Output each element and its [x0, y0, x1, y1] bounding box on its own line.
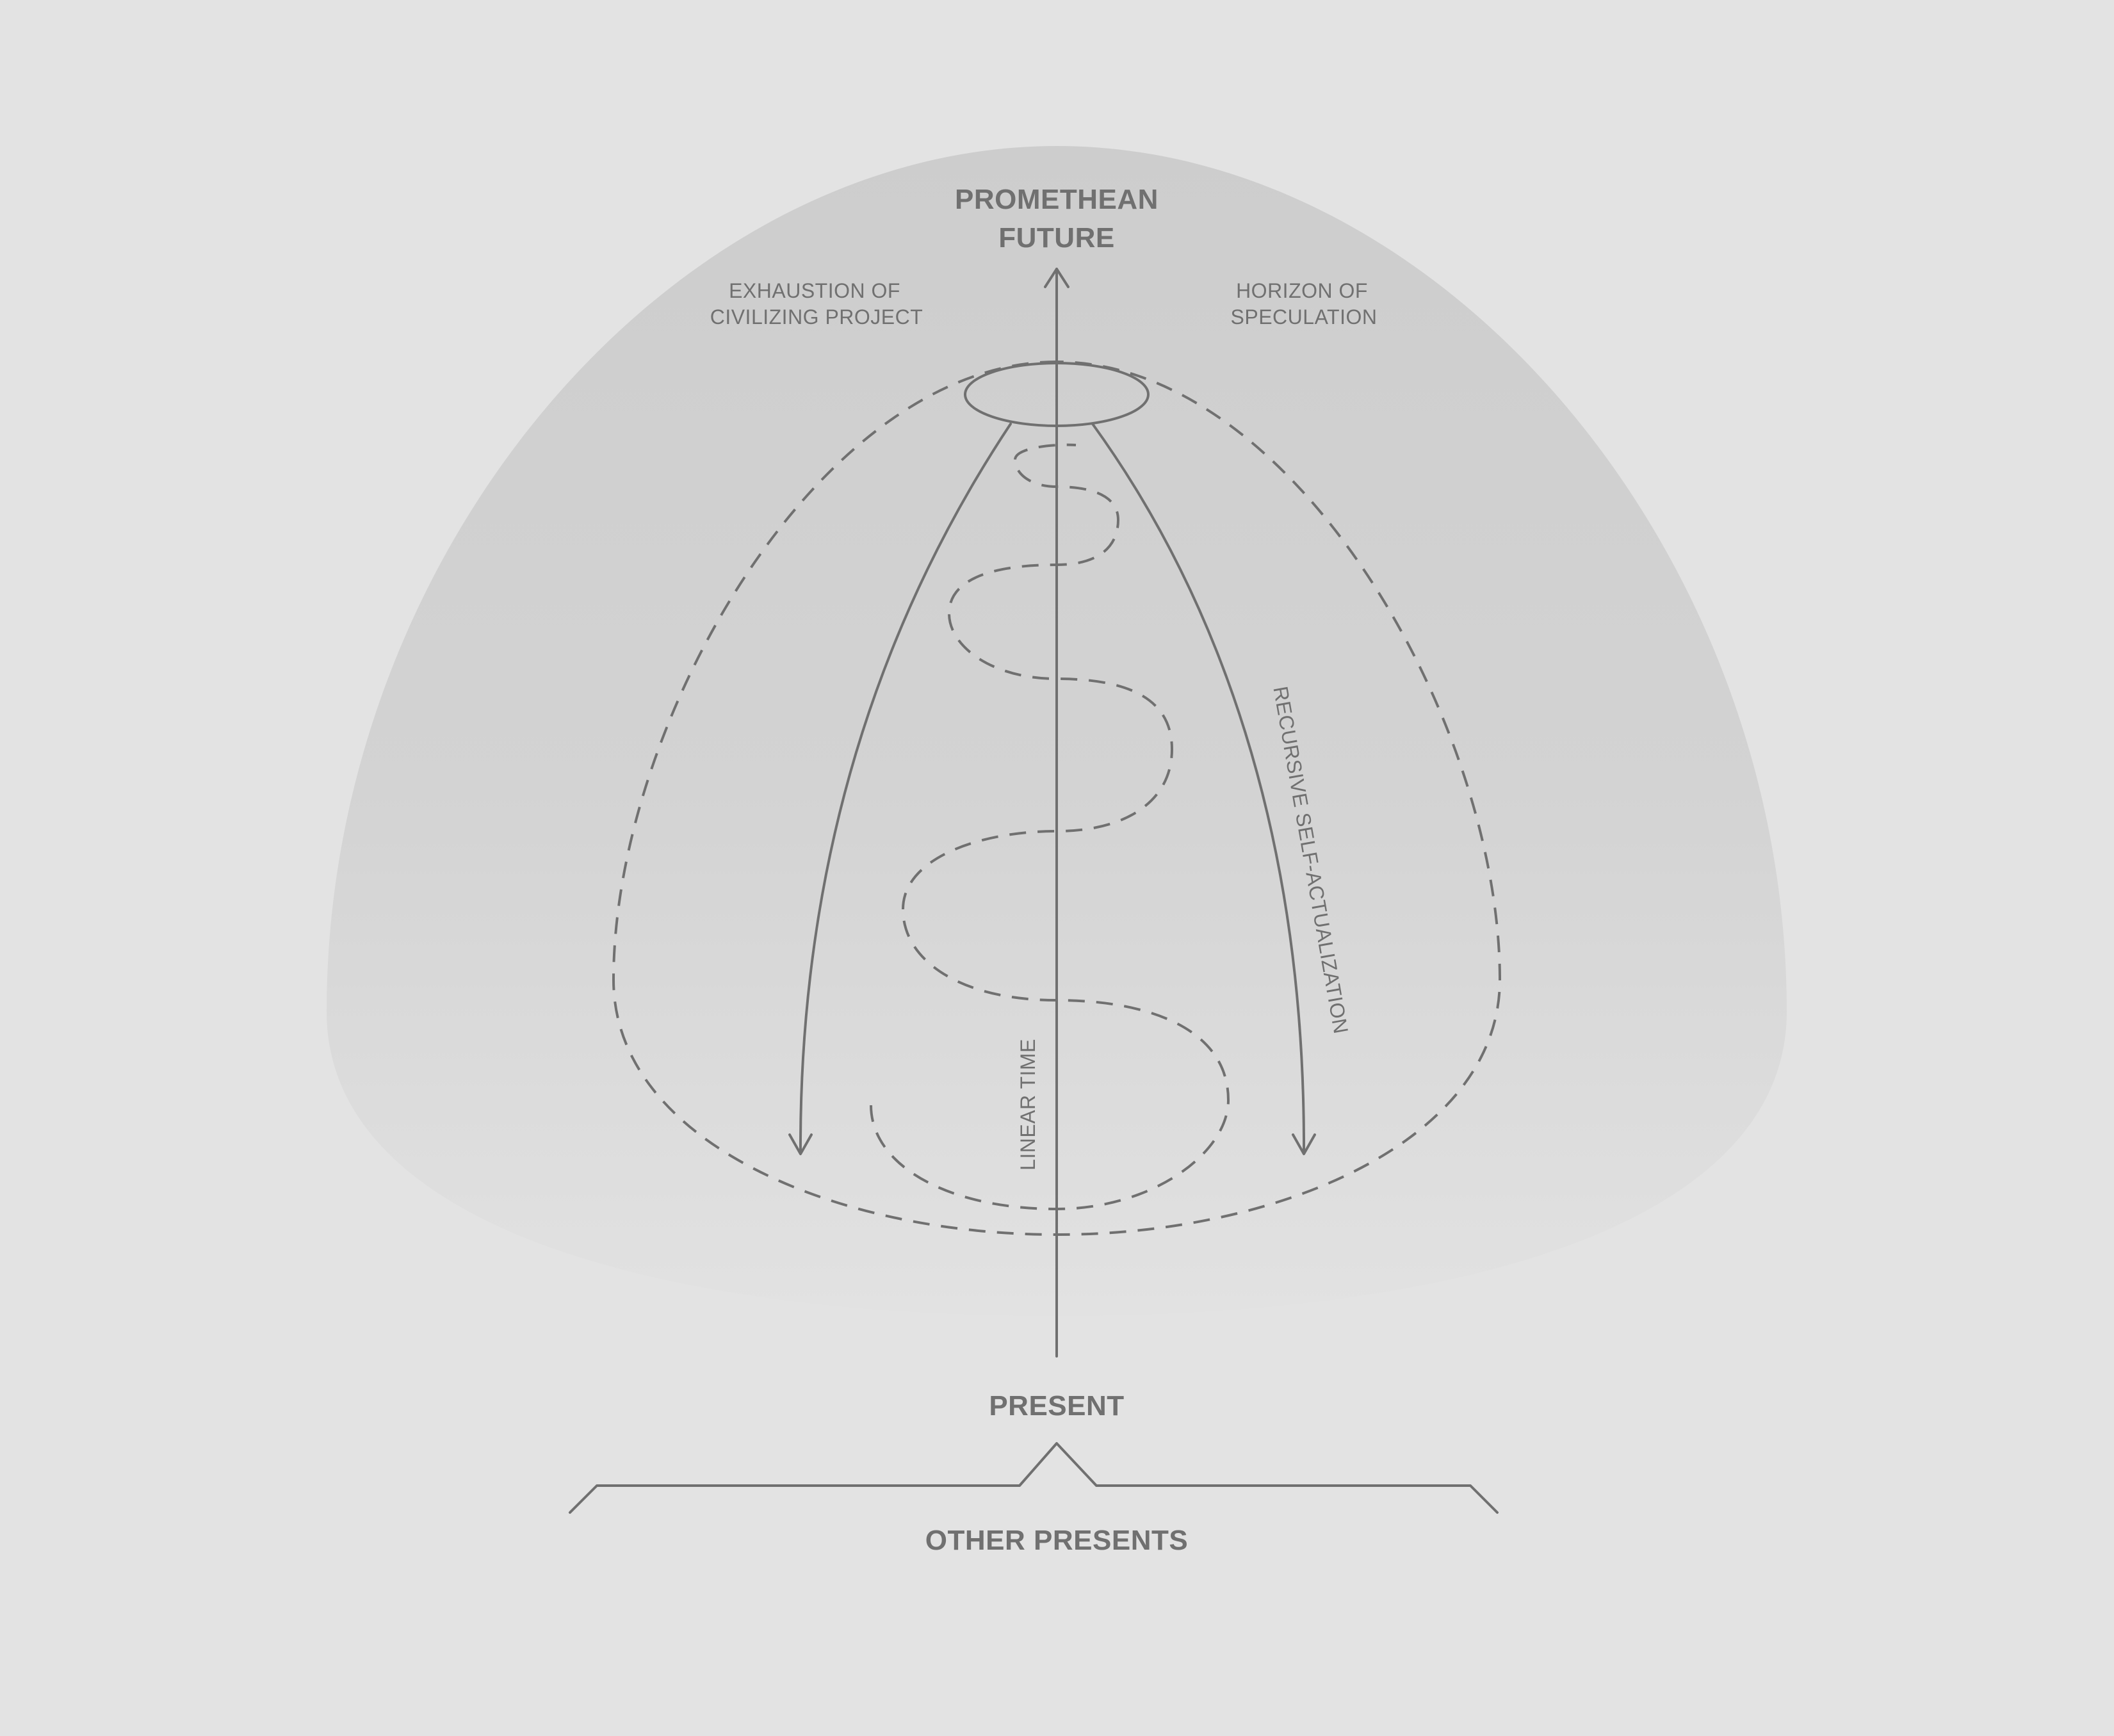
future-ellipse	[964, 362, 1150, 427]
other-presents-bracket	[569, 1442, 1499, 1514]
exhaustion-label-line2: CIVILIZING PROJECT	[710, 305, 923, 329]
right-arc-arrowhead	[1292, 1133, 1316, 1155]
promethean-future-label-line2: FUTURE	[998, 222, 1114, 254]
horizon-label-line2: SPECULATION	[1231, 305, 1378, 329]
linear-time-label: LINEAR TIME	[1016, 1039, 1039, 1171]
exhaustion-label-line1: EXHAUSTION OF	[729, 279, 900, 302]
linear-time-arrowhead	[1044, 268, 1069, 288]
left-arc-arrowhead	[788, 1133, 813, 1155]
dashed-spiral-path	[870, 443, 1230, 1211]
present-label: PRESENT	[989, 1390, 1124, 1422]
right-recursive-arc	[1091, 423, 1306, 1154]
left-recursive-arc	[799, 423, 1012, 1154]
other-presents-label: OTHER PRESENTS	[925, 1525, 1188, 1556]
horizon-label-line1: HORIZON OF	[1236, 279, 1368, 302]
promethean-future-label-line1: PROMETHEAN	[955, 184, 1159, 215]
